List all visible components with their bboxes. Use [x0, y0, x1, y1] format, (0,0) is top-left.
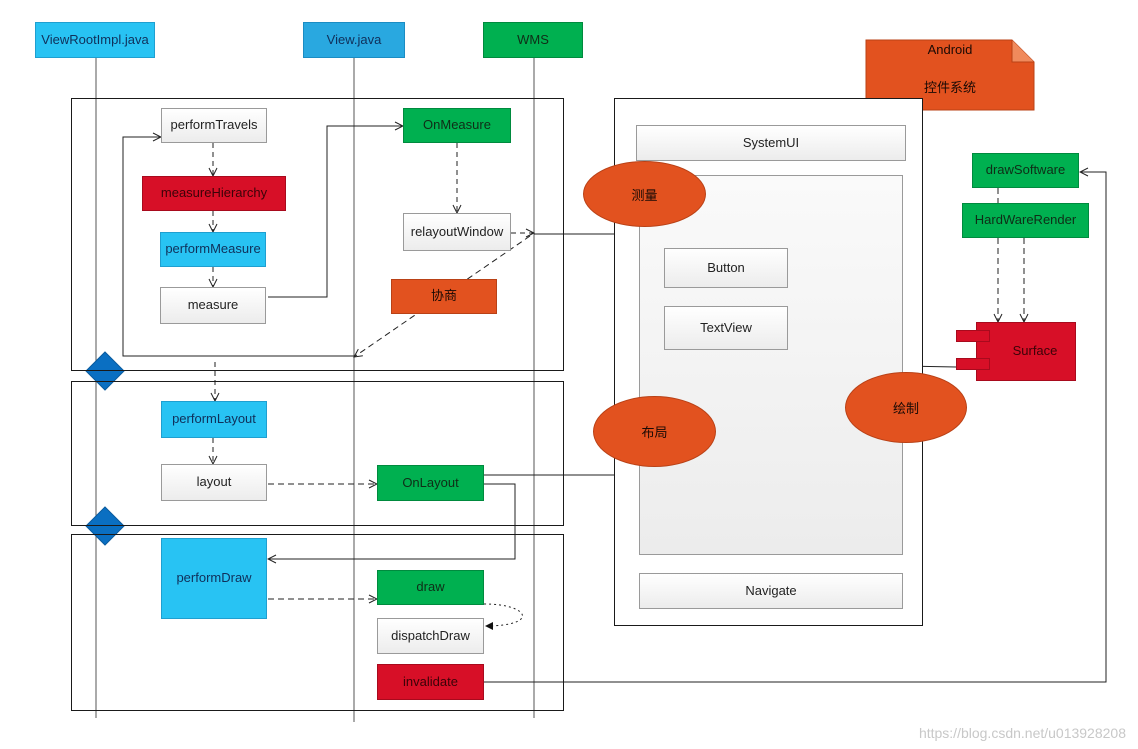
lane-viewrootimpl: ViewRootImpl.java: [35, 22, 155, 58]
negotiate-box: 协商: [391, 279, 497, 314]
measure-fragment: [71, 98, 564, 371]
draw-fragment: [71, 534, 564, 711]
dispatch-draw-box: dispatchDraw: [377, 618, 484, 654]
surface-component: Surface: [976, 322, 1076, 381]
surface-port-top: [956, 330, 990, 342]
perform-layout-box: performLayout: [161, 401, 267, 438]
layout-box: layout: [161, 464, 267, 501]
perform-measure-box: performMeasure: [160, 232, 266, 267]
android-note-fold: [1011, 40, 1034, 63]
android-note-title: Android: [927, 42, 973, 57]
lane-view: View.java: [303, 22, 405, 58]
relayout-window-box: relayoutWindow: [403, 213, 511, 251]
draw-software-box: drawSoftware: [972, 153, 1079, 188]
measure-hierarchy-box: measureHierarchy: [142, 176, 286, 211]
perform-draw-box: performDraw: [161, 538, 267, 619]
content-area: [639, 175, 903, 555]
perform-travels-box: performTravels: [161, 108, 267, 143]
invalidate-box: invalidate: [377, 664, 484, 700]
measure-phase-ellipse: 测量: [583, 161, 706, 227]
arrow-draw-dispatchdraw: [483, 603, 523, 630]
navigate-box: Navigate: [639, 573, 903, 609]
button-widget: Button: [664, 248, 788, 288]
on-layout-box: OnLayout: [377, 465, 484, 501]
measure-box: measure: [160, 287, 266, 324]
hardware-render-box: HardWareRender: [962, 203, 1089, 238]
arrow-onlayout-performdraw: [268, 483, 516, 559]
surface-port-bottom: [956, 358, 990, 370]
lane-wms: WMS: [483, 22, 583, 58]
system-ui-box: SystemUI: [636, 125, 906, 161]
arrow-loop-travels: [122, 137, 354, 357]
arrow-negotiate-diagonal: [354, 235, 531, 357]
fragment-diamond-1: [85, 351, 125, 391]
arrow-invalidate-drawsoftware: [484, 172, 1107, 683]
fragment-diamond-2: [85, 506, 125, 546]
text-view-widget: TextView: [664, 306, 788, 350]
android-note-subtitle: 控件系统: [923, 80, 976, 95]
on-measure-box: OnMeasure: [403, 108, 511, 143]
draw-box: draw: [377, 570, 484, 605]
layout-phase-ellipse: 布局: [593, 396, 716, 467]
watermark: https://blog.csdn.net/u013928208: [918, 725, 1126, 741]
draw-phase-ellipse: 绘制: [845, 372, 967, 443]
arrow-measure-onmeasure: [268, 126, 403, 298]
layout-fragment: [71, 381, 564, 526]
